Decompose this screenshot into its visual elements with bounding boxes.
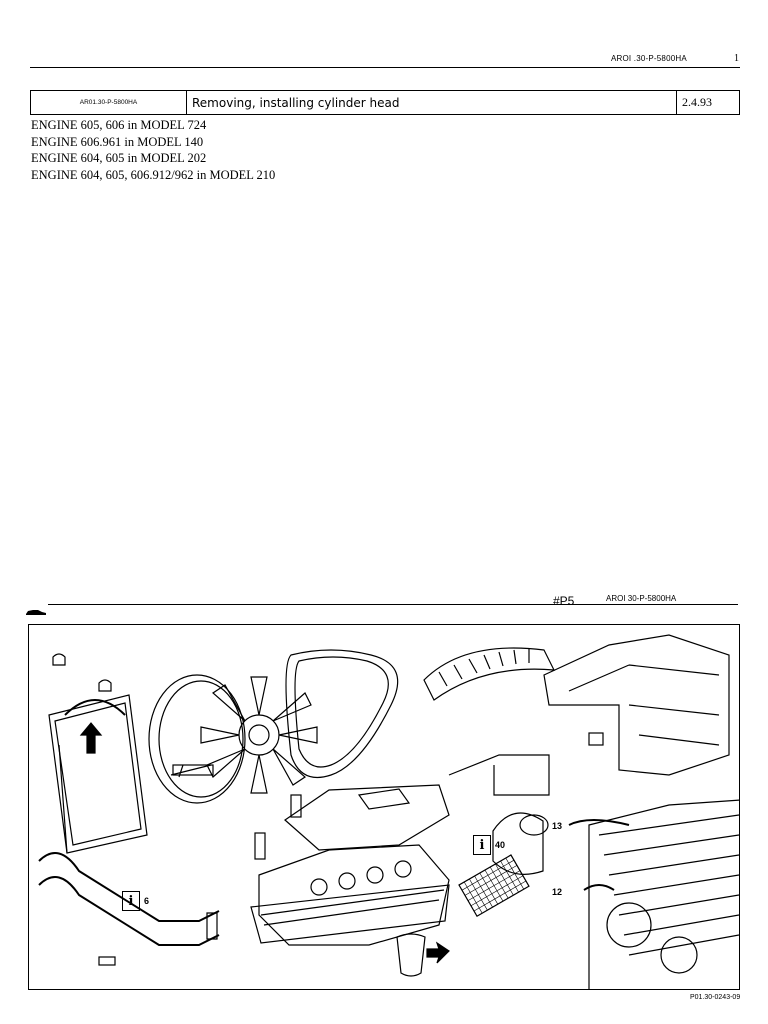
car-icon <box>25 603 47 621</box>
arrow-icon <box>79 722 103 754</box>
arrow-icon <box>426 941 450 964</box>
title-table: AR01.30-P-5800HA Removing, installing cy… <box>30 90 740 115</box>
applicability-list: ENGINE 605, 606 in MODEL 724 ENGINE 606.… <box>31 117 275 183</box>
figure-caption: P01.30-0243-09 <box>690 994 741 1001</box>
figure-code: AROI 30-P-5800HA <box>606 594 677 603</box>
document-title: Removing, installing cylinder head <box>186 91 677 114</box>
item-label: 12 <box>552 887 563 897</box>
header-divider <box>30 67 740 68</box>
applicability-line: ENGINE 606.961 in MODEL 140 <box>31 134 204 149</box>
item-label: 13 <box>552 821 563 831</box>
document-code: AR01.30-P-5800HA <box>31 91 187 114</box>
applicability-line: ENGINE 604, 605 in MODEL 202 <box>31 151 207 165</box>
info-callout: i 40 <box>473 835 505 855</box>
applicability-line: ENGINE 605, 606 in MODEL 724 <box>31 118 207 132</box>
figure-ref: #P5 <box>553 594 575 608</box>
info-icon: i <box>473 835 491 855</box>
info-callout: i 6 <box>122 891 149 911</box>
info-callout-label: 40 <box>495 840 506 850</box>
exploded-view-illustration: i 6 i 40 13 12 <box>28 624 740 990</box>
header-doc-code: AROI .30-P-5800HA <box>611 54 687 63</box>
info-icon: i <box>122 891 140 911</box>
document-date: 2.4.93 <box>682 95 712 109</box>
info-callout-label: 6 <box>144 896 150 906</box>
figure-divider <box>48 604 738 605</box>
page-number: 1 <box>734 53 739 64</box>
applicability-line: ENGINE 604, 605, 606.912/962 in MODEL 21… <box>31 167 276 182</box>
